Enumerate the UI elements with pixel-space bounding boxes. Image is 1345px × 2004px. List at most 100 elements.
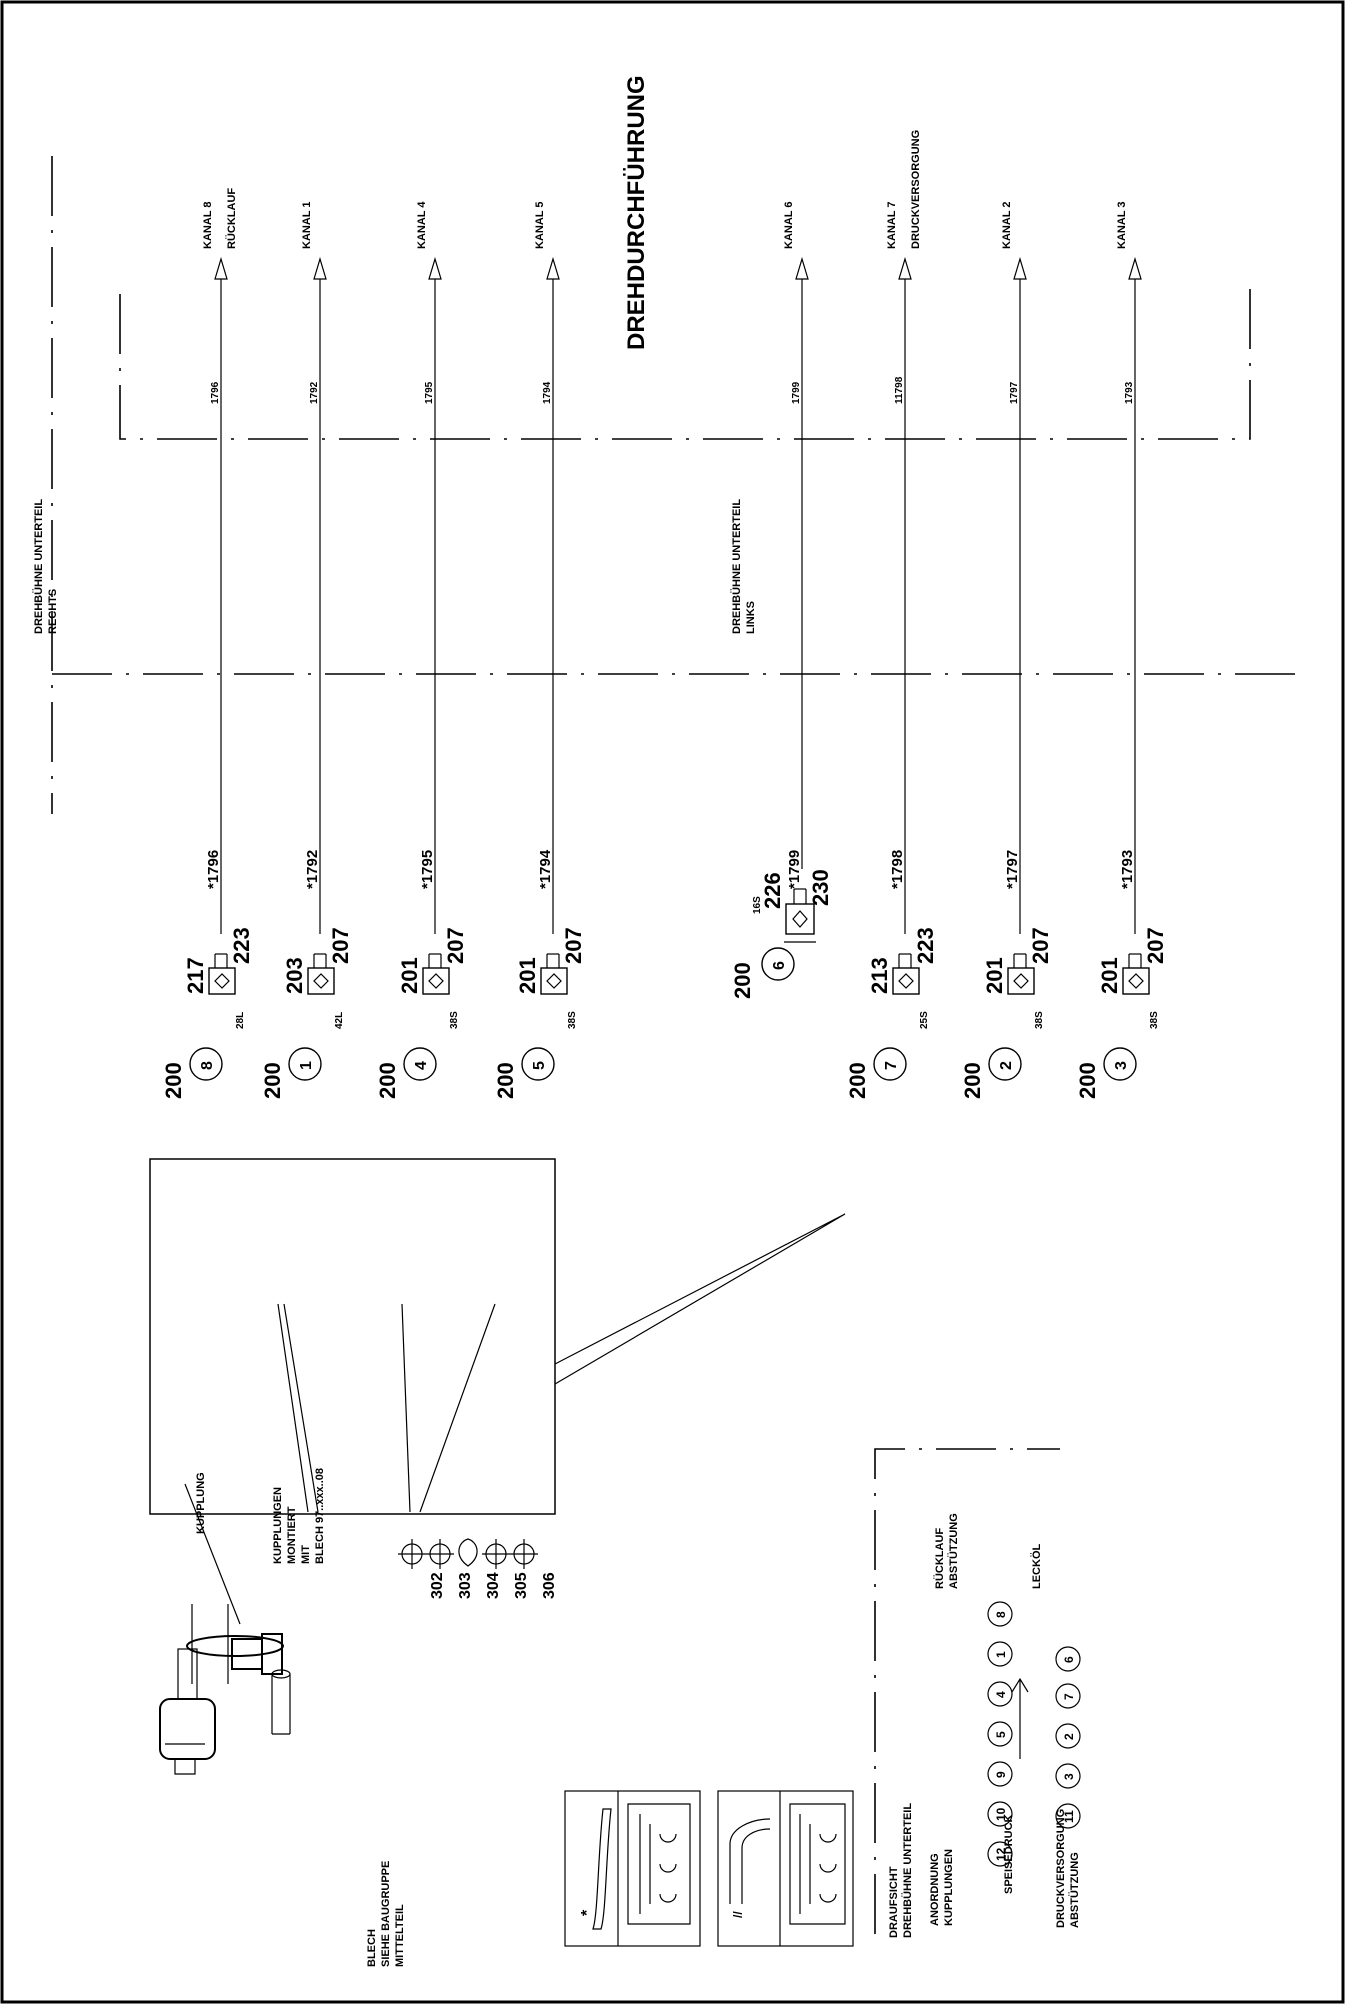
top-line-label: 1796 bbox=[210, 381, 221, 404]
arrangement-border bbox=[874, 1448, 1060, 1934]
channel-circle-number: 3 bbox=[1113, 1061, 1130, 1070]
arrangement-circle bbox=[987, 1721, 1013, 1747]
detail-number: 306 bbox=[541, 1572, 558, 1599]
fitting-drop-symbol bbox=[458, 1538, 478, 1567]
leader-line bbox=[277, 1213, 846, 1513]
kanal-label: KANAL 4 bbox=[416, 201, 428, 249]
channel-circle bbox=[873, 1047, 907, 1081]
arrow-head bbox=[898, 256, 912, 280]
machine-icon bbox=[789, 1803, 846, 1925]
top-line-label: 11798 bbox=[894, 376, 905, 404]
arrangement-circle bbox=[1055, 1646, 1081, 1672]
arrangement-circle-number: 4 bbox=[994, 1691, 1008, 1698]
part-number: 223 bbox=[913, 927, 938, 964]
part-number: 201 bbox=[515, 957, 540, 994]
valve-symbol bbox=[208, 967, 236, 995]
line-label: *1799 bbox=[786, 850, 803, 889]
valve-symbol bbox=[540, 967, 568, 995]
leckoel-label: LECKÖL bbox=[1030, 1544, 1043, 1590]
kanal-label: KANAL 6 bbox=[783, 202, 795, 249]
base-number: 200 bbox=[260, 1062, 285, 1099]
machine-icon bbox=[627, 1803, 691, 1925]
base-number: 200 bbox=[960, 1062, 985, 1099]
valve-inner bbox=[792, 910, 808, 928]
channel-circle bbox=[521, 1047, 555, 1081]
channel-circle-number: 1 bbox=[298, 1061, 315, 1070]
channel-circle bbox=[403, 1047, 437, 1081]
top-line-label: 1795 bbox=[424, 381, 435, 404]
arrangement-circle-number: 7 bbox=[1062, 1693, 1076, 1700]
channel-circle-number: 2 bbox=[998, 1061, 1015, 1070]
channel-circle bbox=[189, 1047, 223, 1081]
kanal-sub-label: RÜCKLAUF bbox=[225, 188, 238, 249]
valve-inner bbox=[1128, 973, 1144, 989]
size-label: 25S bbox=[919, 1011, 930, 1029]
zone-left-label-2: LINKS bbox=[745, 601, 757, 634]
base-number: 200 bbox=[375, 1062, 400, 1099]
detail-number: 305 bbox=[513, 1572, 530, 1599]
part-number: 226 bbox=[760, 872, 785, 909]
ruecklauf-label-2: ABSTÜTZUNG bbox=[947, 1513, 960, 1589]
valve-inner bbox=[1013, 973, 1029, 989]
channel-circle-number: 8 bbox=[199, 1061, 216, 1070]
arrangement-header-3: ANORDNUNG bbox=[929, 1853, 941, 1926]
legend-box-1: * bbox=[564, 1790, 701, 1947]
arrangement-circle-number: 8 bbox=[994, 1611, 1008, 1618]
channel-circle-number: 6 bbox=[771, 961, 788, 970]
arrow-head bbox=[214, 256, 228, 280]
coupling-sketch bbox=[159, 1483, 291, 1775]
part-number: 207 bbox=[1143, 927, 1168, 964]
part-number: 201 bbox=[982, 957, 1007, 994]
arrangement-circle-number: 1 bbox=[994, 1651, 1008, 1658]
part-number: 201 bbox=[397, 957, 422, 994]
part-number: 217 bbox=[183, 957, 208, 994]
kanal-label: KANAL 3 bbox=[1116, 202, 1128, 249]
zone-right-label-2: RECHTS bbox=[47, 589, 59, 634]
arrangement-header-1: DRAUFSICHT bbox=[888, 1866, 900, 1938]
arrangement-circle bbox=[987, 1761, 1013, 1787]
part-number: 201 bbox=[1097, 957, 1122, 994]
channel-circle bbox=[288, 1047, 322, 1081]
arrangement-circle-number: 5 bbox=[994, 1731, 1008, 1738]
arrangement-circle bbox=[987, 1841, 1013, 1867]
arrangement-circle-number: 2 bbox=[1062, 1733, 1076, 1740]
druckversorgung-label-2: ABSTÜTZUNG bbox=[1068, 1852, 1081, 1928]
detail-number: 303 bbox=[457, 1572, 474, 1599]
kanal-label: KANAL 2 bbox=[1001, 202, 1013, 249]
size-label: 38S bbox=[567, 1011, 578, 1029]
valve-symbol bbox=[307, 967, 335, 995]
valve-symbol bbox=[892, 967, 920, 995]
detail-number: 304 bbox=[485, 1572, 502, 1599]
base-number: 200 bbox=[845, 1062, 870, 1099]
base-number: 200 bbox=[493, 1062, 518, 1099]
part-number: 207 bbox=[561, 927, 586, 964]
arrangement-circle bbox=[987, 1681, 1013, 1707]
part-number: 207 bbox=[328, 927, 353, 964]
size-label: 38S bbox=[1034, 1011, 1045, 1029]
boundary-right-line bbox=[119, 284, 1251, 440]
kanal-label: KANAL 1 bbox=[301, 202, 313, 249]
arrangement-circle bbox=[1055, 1683, 1081, 1709]
size-label: 42L bbox=[334, 1012, 345, 1029]
base-number: 200 bbox=[161, 1062, 186, 1099]
montiert-label-4: BLECH 97..xxx..08 bbox=[314, 1468, 326, 1564]
part-number: 203 bbox=[282, 957, 307, 994]
arrangement-circle-number: 12 bbox=[994, 1847, 1008, 1861]
valve-inner bbox=[546, 973, 562, 989]
valve-symbol bbox=[1122, 967, 1150, 995]
arrangement-circle-number: 10 bbox=[994, 1807, 1008, 1821]
base-number: 200 bbox=[730, 962, 755, 999]
hose-straight-icon bbox=[592, 1808, 612, 1930]
montiert-label-3: MIT bbox=[300, 1545, 312, 1564]
part-number: 213 bbox=[867, 957, 892, 994]
arrow-head bbox=[1128, 256, 1142, 280]
channel-circle bbox=[988, 1047, 1022, 1081]
blech-label-1: BLECH bbox=[366, 1929, 378, 1967]
blech-label-3: MITTELTEIL bbox=[394, 1904, 406, 1967]
kanal-label: KANAL 5 bbox=[534, 202, 546, 249]
line-label: *1797 bbox=[1004, 850, 1021, 889]
arrow-head bbox=[795, 256, 809, 280]
channel-circle-number: 5 bbox=[531, 1061, 548, 1070]
